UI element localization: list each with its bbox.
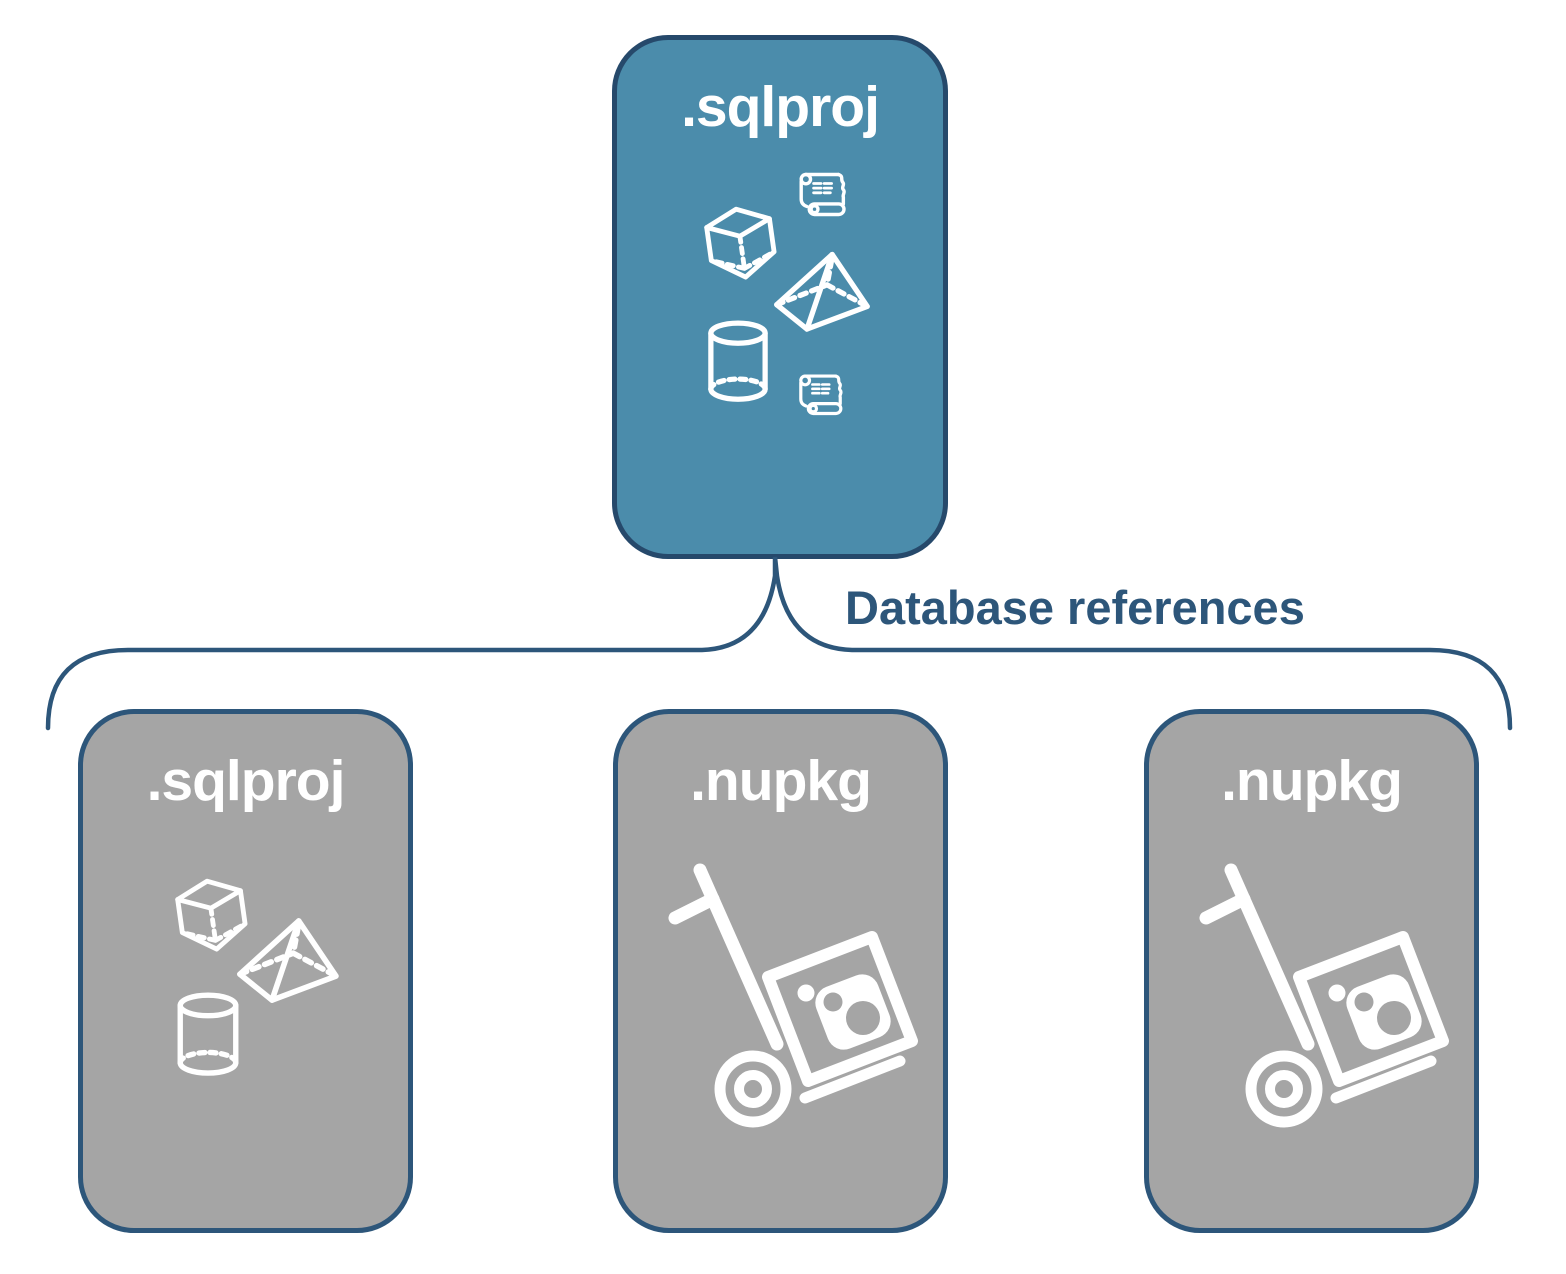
edge-label: Database references [845,581,1305,634]
node-nupkg-reference: .nupkg [613,709,948,1233]
node-sqlproj-root: .sqlproj [612,35,948,559]
script-scroll-icon [795,370,853,428]
child-node-label: .sqlproj [146,749,346,813]
node-sqlproj-reference: .sqlproj [78,709,413,1233]
nuget-package-dolly-icon [1191,862,1451,1137]
script-scroll-icon [795,168,857,230]
pyramid-icon [233,914,345,1016]
nuget-package-dolly-icon [660,862,920,1137]
root-node-label: .sqlproj [681,75,880,139]
pyramid-icon [770,248,876,344]
child-node-label: .nupkg [690,749,872,813]
cylinder-icon [702,320,774,404]
child-node-label: .nupkg [1221,749,1403,813]
cylinder-icon [171,992,245,1078]
node-nupkg-reference: .nupkg [1144,709,1479,1233]
